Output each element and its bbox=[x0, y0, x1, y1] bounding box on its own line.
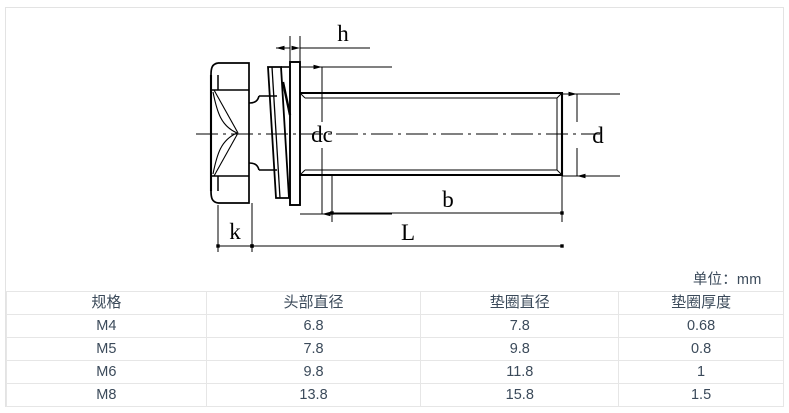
head-chamfer-bottom-arc bbox=[210, 190, 219, 204]
column-header-spec: 规格 bbox=[6, 291, 207, 315]
spec-table-body: 单位：mm 规格 头部直径 垫圈直径 垫圈厚度 M4 6.8 7.8 0.68 … bbox=[6, 270, 784, 407]
dimension-k bbox=[216, 203, 254, 252]
dimension-d bbox=[562, 91, 620, 179]
label-L: L bbox=[401, 220, 415, 245]
cell-head-diameter: 9.8 bbox=[205, 360, 422, 384]
column-header-washer-diameter: 垫圈直径 bbox=[420, 291, 620, 315]
shaft-end-chamfer-top bbox=[556, 92, 563, 99]
outer-frame-border bbox=[5, 7, 784, 407]
cell-washer-diameter: 15.8 bbox=[420, 383, 620, 407]
unit-note-text: 单位：mm bbox=[692, 272, 762, 288]
spring-lock-washer bbox=[267, 66, 292, 199]
hex-head-facet-lines bbox=[211, 75, 249, 191]
chamfer-curve-bottom bbox=[212, 132, 238, 175]
label-dc: dc bbox=[311, 122, 333, 147]
dimension-b bbox=[330, 176, 564, 222]
flat-washer bbox=[289, 61, 301, 206]
shaft-start-top bbox=[299, 92, 306, 99]
spring-washer-inner-left bbox=[271, 66, 281, 199]
spring-washer-shadow bbox=[281, 81, 292, 116]
shaft-end-chamfer-bottom bbox=[556, 169, 563, 176]
column-header-washer-thickness: 垫圈厚度 bbox=[618, 291, 784, 315]
bolt-head-group bbox=[209, 62, 250, 204]
label-k: k bbox=[229, 219, 241, 244]
cell-washer-thickness: 1 bbox=[618, 360, 784, 384]
label-d: d bbox=[592, 123, 604, 148]
cell-washer-diameter: 11.8 bbox=[420, 360, 620, 384]
chamfer-vee-lower bbox=[213, 132, 239, 177]
cell-washer-diameter: 9.8 bbox=[420, 337, 620, 361]
cell-washer-thickness: 0.8 bbox=[618, 337, 784, 361]
cell-washer-diameter: 7.8 bbox=[420, 314, 620, 338]
cell-spec: M4 bbox=[6, 314, 207, 338]
dimension-h bbox=[276, 36, 370, 62]
cell-spec: M6 bbox=[6, 360, 207, 384]
head-chamfer-top-arc bbox=[210, 62, 219, 76]
head-outline bbox=[218, 62, 250, 204]
flat-washer-outline bbox=[289, 61, 301, 206]
label-h: h bbox=[337, 21, 349, 46]
cell-head-diameter: 6.8 bbox=[205, 314, 422, 338]
cell-spec: M8 bbox=[6, 383, 207, 407]
table-row: M4 6.8 7.8 0.68 bbox=[6, 314, 784, 338]
table-row: M5 7.8 9.8 0.8 bbox=[6, 337, 784, 361]
unit-note-row: 单位：mm bbox=[6, 270, 784, 292]
chamfer-vee-upper bbox=[213, 89, 239, 134]
shaft-start-bottom bbox=[299, 169, 306, 176]
cell-head-diameter: 13.8 bbox=[205, 383, 422, 407]
table-row: M6 9.8 11.8 1 bbox=[6, 360, 784, 384]
fillet-bottom bbox=[248, 162, 260, 171]
table-row: M8 13.8 15.8 1.5 bbox=[6, 383, 784, 407]
cell-washer-thickness: 1.5 bbox=[618, 383, 784, 407]
column-header-head-diameter: 头部直径 bbox=[205, 291, 422, 315]
unit-note-cell: 单位：mm bbox=[6, 270, 784, 292]
cell-head-diameter: 7.8 bbox=[205, 337, 422, 361]
fillet-top bbox=[248, 95, 260, 104]
chamfer-curve-top bbox=[212, 91, 238, 134]
specification-table: 单位：mm 规格 头部直径 垫圈直径 垫圈厚度 M4 6.8 7.8 0.68 … bbox=[6, 270, 784, 407]
hex-chamfer-vee bbox=[212, 89, 239, 177]
spring-washer-outline bbox=[267, 66, 290, 199]
cell-spec: M5 bbox=[6, 337, 207, 361]
technical-drawing: h dc d k bbox=[196, 21, 620, 252]
table-header-row: 规格 头部直径 垫圈直径 垫圈厚度 bbox=[6, 291, 784, 315]
cell-washer-thickness: 0.68 bbox=[618, 314, 784, 338]
label-b: b bbox=[442, 187, 454, 212]
